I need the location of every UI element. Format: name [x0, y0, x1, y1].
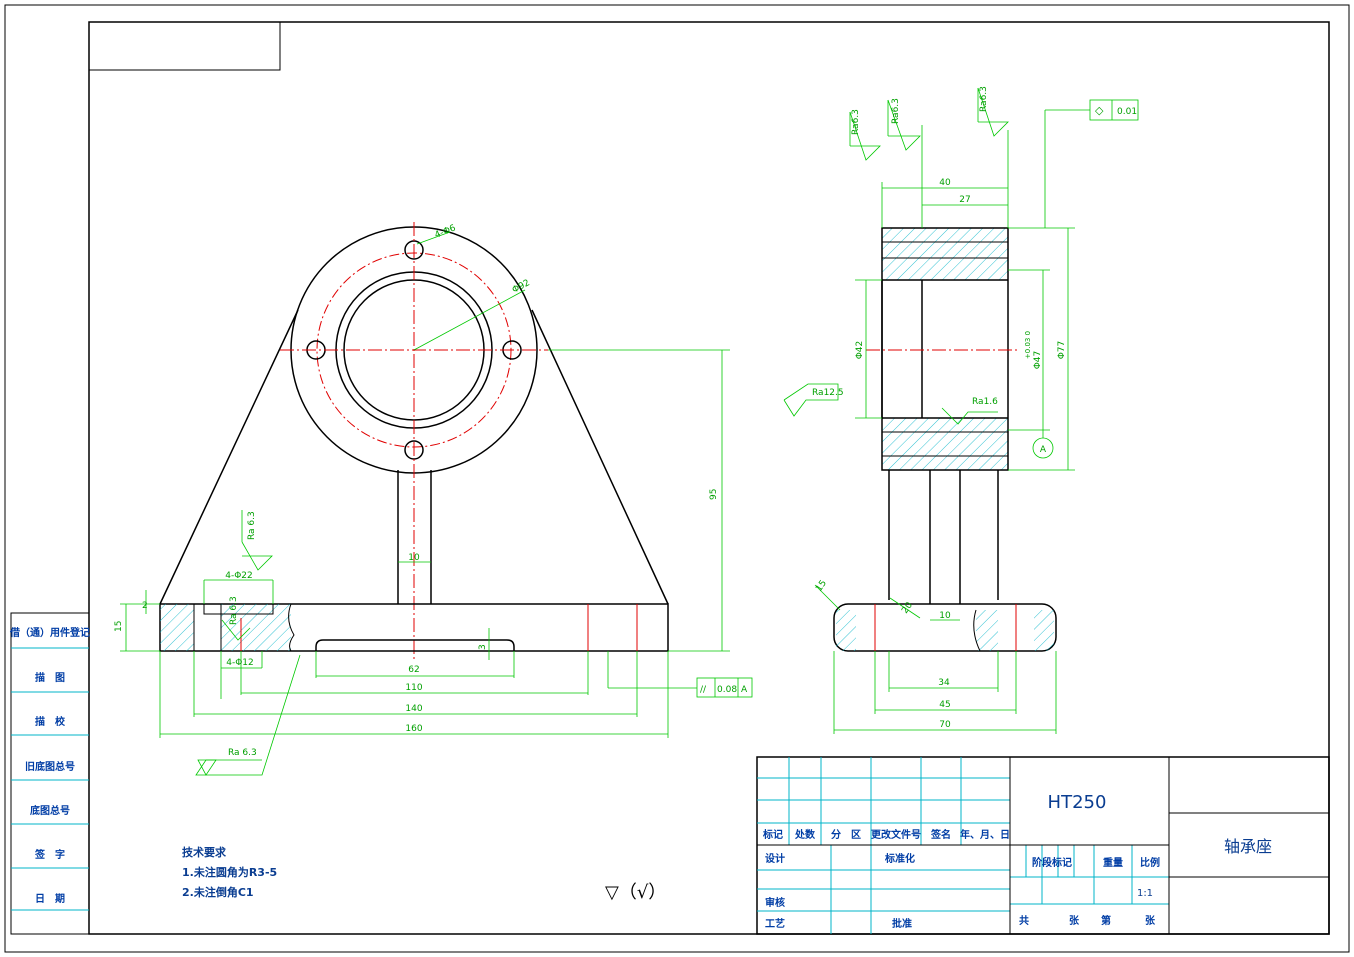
dim-15-chamfer: 15: [814, 579, 829, 594]
row-standard: 标准化: [884, 852, 915, 865]
dim-34: 34: [938, 678, 950, 688]
weight-label: 重量: [1103, 856, 1123, 869]
ra-top: Ra 6.3: [247, 511, 257, 540]
material: HT250: [1048, 792, 1107, 813]
dim-27: 27: [959, 195, 970, 205]
sheet-unit-2: 张: [1145, 914, 1156, 927]
dim-d42: Φ42: [855, 341, 865, 360]
parallel-symbol: //: [700, 685, 707, 695]
tech-note: 2.未注倒角C1: [182, 885, 254, 899]
row-process: 工艺: [765, 917, 785, 930]
dim-4-d12: 4-Φ12: [226, 658, 254, 668]
datum-a: A: [1040, 445, 1047, 455]
side-dimension-texts: Ra6.3 Ra6.3 Ra6.3 40 27 Φ42 Φ47 +0.03 0 …: [812, 86, 1137, 730]
row-review: 审核: [765, 896, 785, 909]
ra-spotface: Ra 6.3: [229, 596, 239, 625]
side-table-cell: 借（通）用件登记: [9, 626, 90, 639]
flatness-tolerance: 0.01: [1117, 107, 1137, 117]
ra-side-2: Ra6.3: [891, 98, 901, 124]
sheet-no: 第: [1101, 914, 1111, 927]
side-dimensions: [783, 87, 1139, 734]
side-table-cell: 旧底图总号: [25, 760, 75, 773]
dim-140: 140: [405, 704, 422, 714]
drawing-frame: [4, 4, 1350, 953]
tech-notes: 技术要求 1.未注圆角为R3-5 2.未注倒角C1: [182, 845, 277, 899]
tech-note: 1.未注圆角为R3-5: [182, 865, 277, 879]
header-zone: 分 区: [831, 828, 861, 841]
front-view: [159, 222, 669, 660]
roughness-glyph: ▽（√）: [605, 882, 666, 903]
front-dimension-texts: 4-Φ6 Φ92 95 10 4-Φ22 4-Φ12 Ra 6.3 Ra 6.3…: [114, 223, 748, 758]
sheet-unit: 张: [1069, 914, 1080, 927]
dim-15: 15: [114, 621, 124, 632]
part-name: 轴承座: [1224, 837, 1272, 856]
dim-d47: Φ47: [1033, 351, 1043, 370]
general-roughness-symbol: ▽（√）: [605, 882, 666, 903]
parallel-datum: A: [741, 685, 748, 695]
header-date: 年、月、日: [960, 828, 1010, 841]
side-view: [833, 227, 1057, 652]
side-table-cell: 签 字: [34, 848, 65, 861]
header-count: 处数: [794, 828, 816, 841]
dim-10-side: 10: [939, 611, 951, 621]
dim-70: 70: [939, 720, 951, 730]
dim-95: 95: [709, 489, 719, 500]
row-approve: 批准: [892, 917, 912, 930]
dim-4-d6: 4-Φ6: [433, 223, 457, 241]
tech-title: 技术要求: [182, 845, 227, 859]
dim-62: 62: [408, 665, 419, 675]
dim-d92: Φ92: [511, 278, 532, 296]
dim-3: 3: [478, 644, 488, 650]
dim-2: 2: [142, 601, 148, 611]
dim-d47-tol: +0.03 0: [1024, 331, 1032, 359]
ra-1-6: Ra1.6: [972, 397, 998, 407]
ra-side-1: Ra6.3: [851, 109, 861, 135]
side-table: 借（通）用件登记 描 图 描 校 旧底图总号 底图总号 签 字 日 期: [9, 612, 90, 935]
side-table-cell: 底图总号: [30, 804, 70, 817]
dim-160: 160: [405, 724, 422, 734]
scale-value: 1:1: [1137, 888, 1153, 899]
ra-side-3: Ra6.3: [979, 86, 989, 112]
parallel-tolerance: 0.08: [717, 685, 737, 695]
dim-110: 110: [405, 683, 422, 693]
flatness-symbol: ◇: [1095, 104, 1104, 117]
front-dimensions: [120, 231, 753, 776]
title-block: 标记 处数 分 区 更改文件号 签名 年、月、日 设计 标准化 审核 工艺 批准…: [756, 756, 1330, 935]
sheet-total: 共: [1019, 914, 1029, 927]
dim-40: 40: [939, 178, 951, 188]
scale-label: 比例: [1140, 856, 1160, 869]
dim-45: 45: [939, 700, 950, 710]
side-table-cell: 描 图: [35, 671, 65, 684]
dim-d77: Φ77: [1057, 341, 1067, 360]
ra-bottom: Ra 6.3: [228, 748, 257, 758]
side-table-cell: 描 校: [35, 715, 66, 728]
header-change-doc: 更改文件号: [871, 828, 921, 841]
dim-10: 10: [408, 553, 420, 563]
header-mark: 标记: [762, 828, 783, 841]
dim-4-d22: 4-Φ22: [225, 571, 253, 581]
stage-mark: 阶段标记: [1032, 856, 1072, 869]
side-table-cell: 日 期: [35, 892, 65, 905]
ra-12-5: Ra12.5: [812, 388, 844, 398]
row-design: 设计: [765, 852, 785, 865]
header-sign: 签名: [930, 828, 951, 841]
